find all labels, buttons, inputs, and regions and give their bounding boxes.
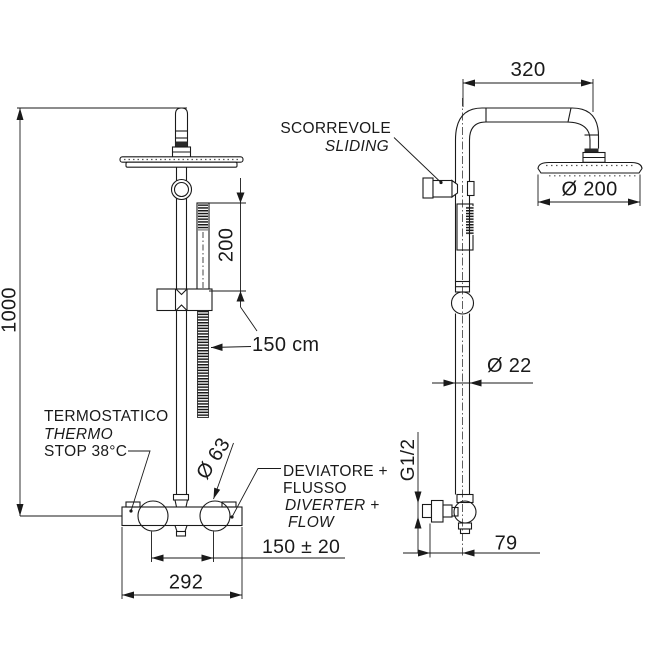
side-arm-outer bbox=[454, 107, 600, 149]
side-shower-head bbox=[537, 161, 643, 174]
front-view-dimensions bbox=[16, 107, 345, 599]
front-left-handle bbox=[137, 500, 169, 532]
side-slider-knob-flange bbox=[422, 177, 434, 199]
side-arm-inner bbox=[468, 121, 591, 149]
front-slider-holder bbox=[156, 288, 213, 312]
dim-arm-reach-label: 320 bbox=[510, 58, 546, 81]
dim-thread-label: G1/2 bbox=[398, 438, 419, 482]
side-view-linework bbox=[421, 98, 643, 556]
diverter-label-line2: FLUSSO bbox=[283, 480, 347, 497]
dim-hose-length-label: 150 cm bbox=[252, 334, 320, 356]
thermostatic-label-line1: TERMOSTATICO bbox=[44, 408, 169, 425]
sliding-label-line1: SCORREVOLE bbox=[280, 119, 391, 137]
diverter-label-line1: DEVIATORE + bbox=[283, 463, 388, 480]
dim-head-diameter-label: Ø 200 bbox=[561, 178, 618, 200]
sliding-label-line2: SLIDING bbox=[324, 137, 389, 155]
dim-wall-offset-label: 79 bbox=[494, 532, 518, 554]
diverter-label-line4: FLOW bbox=[288, 514, 334, 531]
thermostatic-label-line3: STOP 38°C bbox=[44, 443, 128, 460]
front-right-handle bbox=[199, 500, 231, 532]
dim-inlet-spacing-label: 150 ± 20 bbox=[262, 536, 341, 558]
front-hose bbox=[197, 310, 209, 418]
side-wall-connector bbox=[421, 503, 433, 519]
dim-pipe-diameter-label: Ø 22 bbox=[487, 355, 532, 377]
thermostatic-label-line2: THERMO bbox=[44, 425, 113, 443]
front-outlet bbox=[175, 530, 187, 537]
front-arm-seal-band bbox=[175, 141, 188, 147]
side-view-dimensions bbox=[393, 79, 641, 558]
dim-handshower-label: 200 bbox=[215, 227, 238, 263]
dim-body-width-label: 292 bbox=[168, 571, 204, 594]
front-view-linework bbox=[119, 107, 244, 537]
dim-overall-height-label: 1000 bbox=[0, 287, 21, 333]
front-shower-head-lip bbox=[125, 161, 238, 168]
diverter-label-line3: DIVERTER + bbox=[285, 497, 380, 514]
